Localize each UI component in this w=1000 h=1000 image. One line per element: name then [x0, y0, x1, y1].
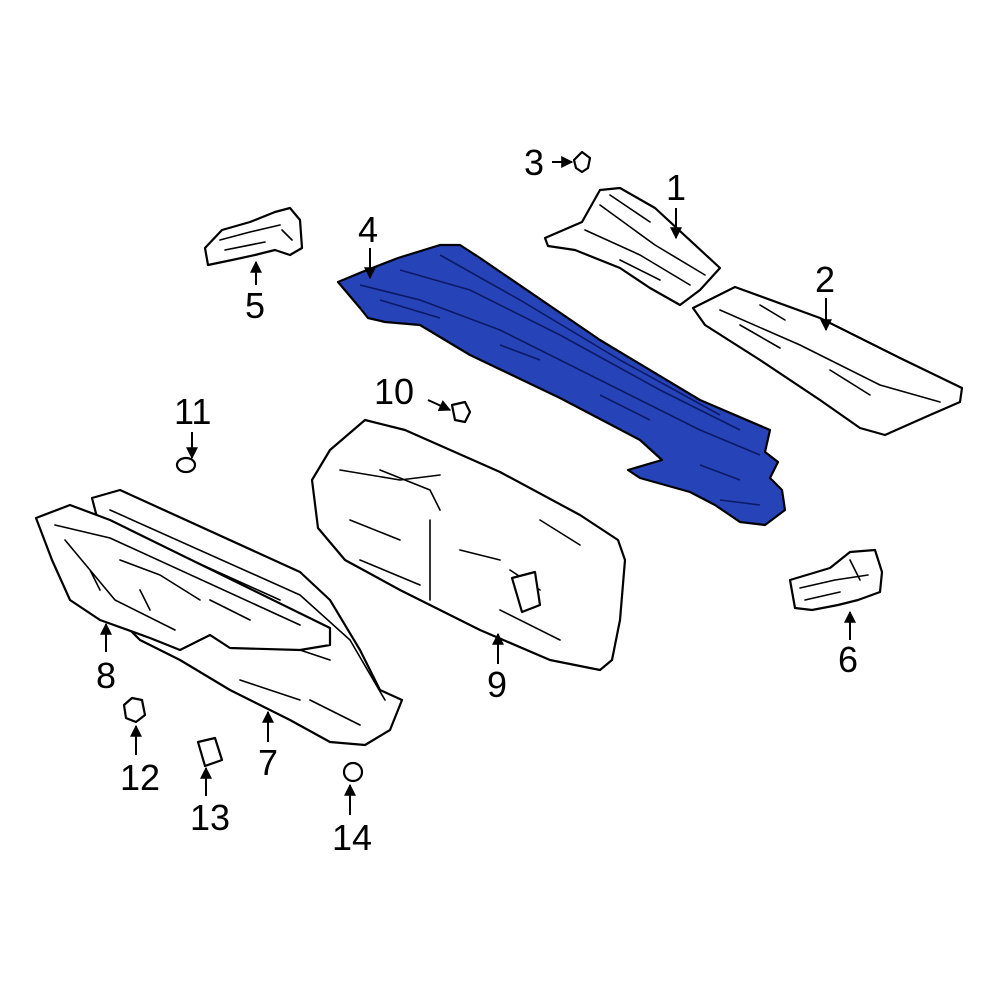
- callout-10: 10: [374, 371, 414, 412]
- callout-6: 6: [838, 639, 858, 680]
- callout-7: 7: [258, 742, 278, 783]
- callout-1: 1: [666, 167, 686, 208]
- part-1-cowl-panel[interactable]: [543, 186, 722, 307]
- part-12-grommet[interactable]: [122, 696, 147, 724]
- callout-2: 2: [815, 259, 835, 300]
- part-9-dash-panel[interactable]: [310, 418, 627, 672]
- part-13-grommet[interactable]: [196, 736, 224, 768]
- part-3-clip[interactable]: [572, 150, 592, 174]
- leader-10: [427, 399, 452, 411]
- callout-14: 14: [332, 817, 372, 858]
- callout-11: 11: [174, 391, 211, 432]
- part-10-clip[interactable]: [450, 400, 472, 424]
- callout-5: 5: [245, 285, 265, 326]
- callout-13: 13: [190, 797, 230, 838]
- callout-8: 8: [96, 655, 116, 696]
- callout-4: 4: [358, 209, 378, 250]
- part-2-cowl-panel[interactable]: [691, 285, 964, 437]
- callout-12: 12: [120, 757, 160, 798]
- part-5-bracket[interactable]: [203, 206, 304, 267]
- part-6-bracket[interactable]: [788, 548, 884, 612]
- part-4-cowl-panel-highlighted[interactable]: [336, 243, 787, 527]
- part-8-dash-panel[interactable]: [34, 503, 332, 652]
- part-11-plug[interactable]: [175, 456, 197, 474]
- callout-9: 9: [487, 664, 507, 705]
- callout-3: 3: [524, 142, 544, 183]
- part-14-plug[interactable]: [342, 761, 364, 783]
